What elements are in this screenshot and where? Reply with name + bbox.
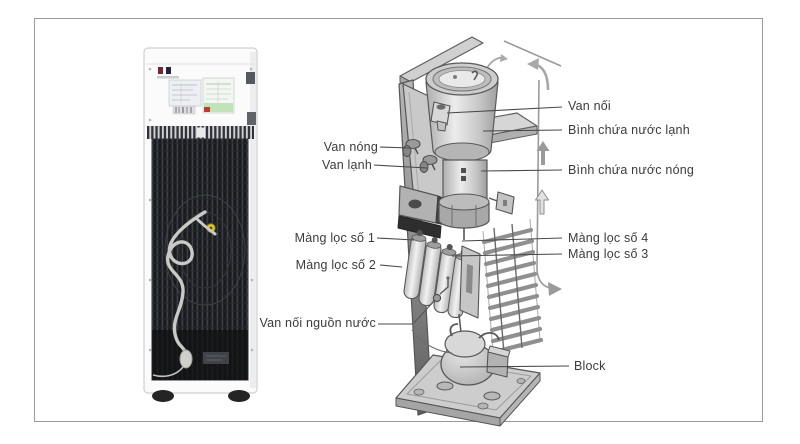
power-switch-black [166, 67, 171, 74]
label-van-nong: Van nóng [323, 140, 378, 154]
barcode-label [172, 105, 196, 115]
bracket-hole [408, 199, 422, 209]
foot-left [152, 390, 174, 402]
side-bracket-plate [488, 191, 515, 215]
leader-mang-1 [376, 237, 415, 241]
leader-van-noi [446, 106, 563, 114]
cold-water-tank [425, 62, 499, 162]
leader-mang-2 [379, 264, 403, 268]
filter-cartridges [397, 215, 481, 319]
leader-block [459, 365, 570, 368]
water-inlet-valve [413, 276, 450, 324]
internal-diagram [373, 36, 570, 427]
label-mang-loc-so-4: Màng lọc số 4 [568, 231, 649, 245]
up-arrow-1 [536, 141, 550, 165]
cord-plug [179, 349, 193, 369]
condenser-coil [481, 218, 544, 355]
label-van-noi-nguon-nuoc: Van nối nguồn nước [259, 316, 376, 330]
airflow-outline [486, 40, 562, 296]
leader-van-nong [379, 146, 412, 149]
flow-arrowhead-down [548, 282, 562, 296]
lid-key [471, 70, 478, 81]
spec-sticker-right [202, 77, 235, 114]
van-noi-fitting [430, 101, 451, 132]
leader-mang-3 [451, 253, 563, 257]
edge-vent-mid [247, 112, 256, 125]
compressor-dome [444, 330, 486, 358]
screws [148, 67, 254, 352]
power-switch-red [158, 67, 163, 74]
sticker-green-strip [204, 103, 233, 112]
label-mang-loc-so-3: Màng lọc số 3 [568, 247, 649, 261]
up-arrow-2 [535, 189, 549, 215]
sticker-red-mark [204, 107, 210, 112]
dispenser-side-shade [250, 52, 256, 388]
cold-valve [419, 154, 438, 173]
leader-binh-lanh [482, 129, 563, 132]
switch-caption-text [157, 76, 179, 79]
label-van-noi: Van nối [568, 99, 611, 113]
foot-right [228, 390, 250, 402]
label-mang-loc-so-1: Màng lọc số 1 [294, 231, 375, 245]
hot-water-tank [438, 159, 490, 240]
label-van-lanh: Van lạnh [321, 158, 372, 172]
leader-mang-4 [461, 237, 563, 242]
leader-lines [373, 106, 570, 368]
leader-binh-nong [480, 169, 563, 172]
label-binh-chua-nuoc-lanh: Bình chứa nước lạnh [568, 123, 690, 137]
vent-strip [147, 126, 254, 139]
inner-label-plate [203, 352, 229, 364]
leader-van-lanh [373, 164, 428, 169]
label-block: Block [574, 359, 606, 373]
compressor-assembly [395, 313, 541, 427]
label-binh-chua-nuoc-nong: Bình chứa nước nóng [568, 163, 695, 177]
spec-sticker-left [168, 79, 202, 107]
power-cord [152, 210, 217, 378]
edge-vent-top [246, 72, 255, 84]
dispenser-back-photo [143, 47, 258, 402]
label-mang-loc-so-2: Màng lọc số 2 [295, 258, 376, 272]
